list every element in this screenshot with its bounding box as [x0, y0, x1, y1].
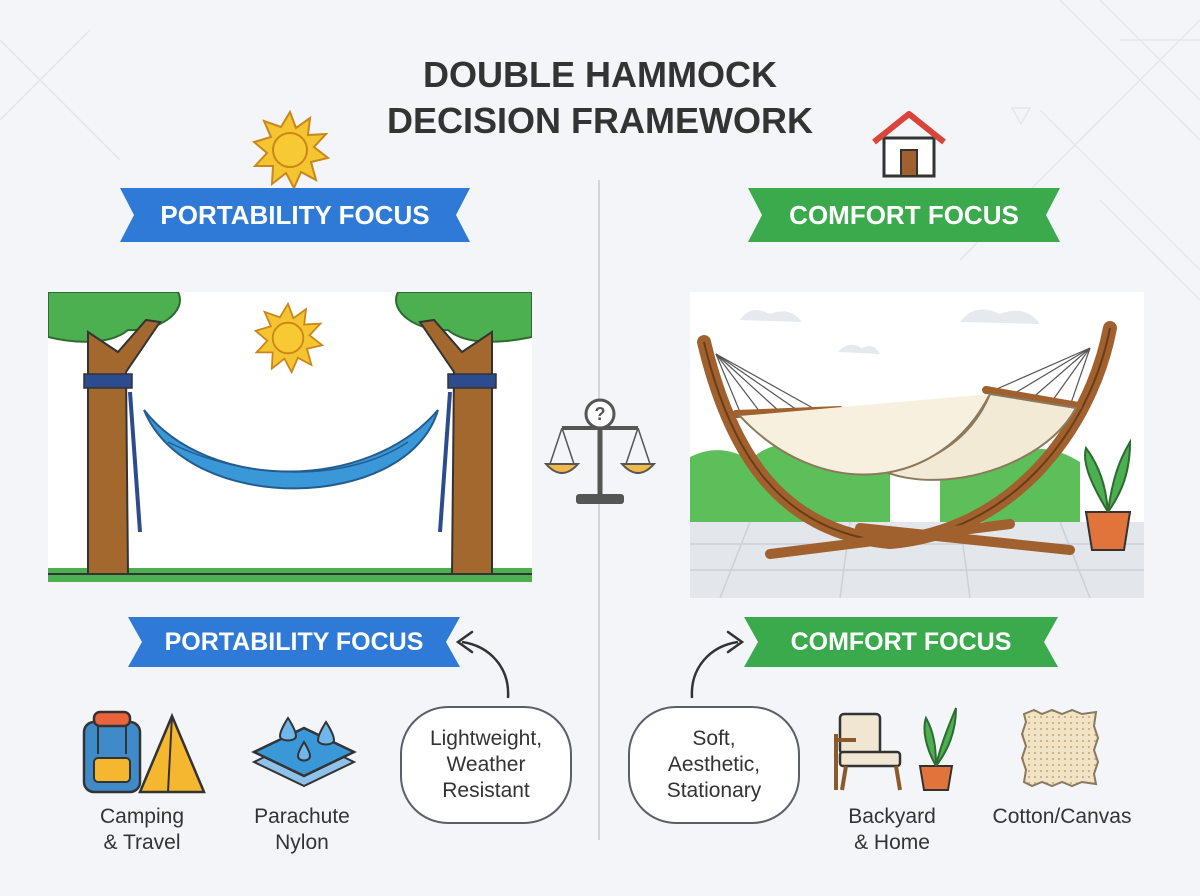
sun-icon-small [253, 302, 324, 374]
cotton-canvas-label: Cotton/Canvas [992, 805, 1132, 828]
portability-banner-bottom: PORTABILITY FOCUS [128, 617, 460, 667]
balance-scale-icon: ? [543, 398, 657, 504]
house-icon [872, 111, 946, 178]
portable-hammock-illustration [48, 292, 532, 582]
parachute-nylon-label: Parachute Nylon [254, 805, 350, 854]
curved-arrow-left [455, 630, 510, 699]
backyard-home-label: Backyard & Home [848, 805, 936, 854]
camping-travel-label: Camping & Travel [99, 805, 185, 854]
svg-text:?: ? [595, 404, 606, 424]
stand-hammock-illustration [690, 292, 1144, 598]
portability-banner-bottom-label: PORTABILITY FOCUS [164, 628, 424, 656]
sun-icon [251, 110, 330, 190]
canvas-icon [1020, 708, 1100, 788]
camping-icon [82, 710, 206, 794]
comfort-banner-bottom-label: COMFORT FOCUS [790, 628, 1012, 656]
comfort-banner: COMFORT FOCUS [748, 188, 1060, 242]
portability-banner-label: PORTABILITY FOCUS [160, 200, 430, 230]
portability-traits-bubble: Lightweight, Weather Resistant [400, 706, 572, 824]
center-divider [598, 180, 600, 840]
comfort-banner-label: COMFORT FOCUS [789, 200, 1019, 230]
nylon-icon [251, 716, 357, 788]
comfort-traits-bubble: Soft, Aesthetic, Stationary [628, 706, 800, 824]
backyard-icon [834, 707, 957, 791]
portability-banner: PORTABILITY FOCUS [120, 188, 470, 242]
comfort-banner-bottom: COMFORT FOCUS [744, 617, 1058, 667]
curved-arrow-right [690, 630, 745, 699]
page-title: DOUBLE HAMMOCK DECISION FRAMEWORK [387, 54, 813, 141]
